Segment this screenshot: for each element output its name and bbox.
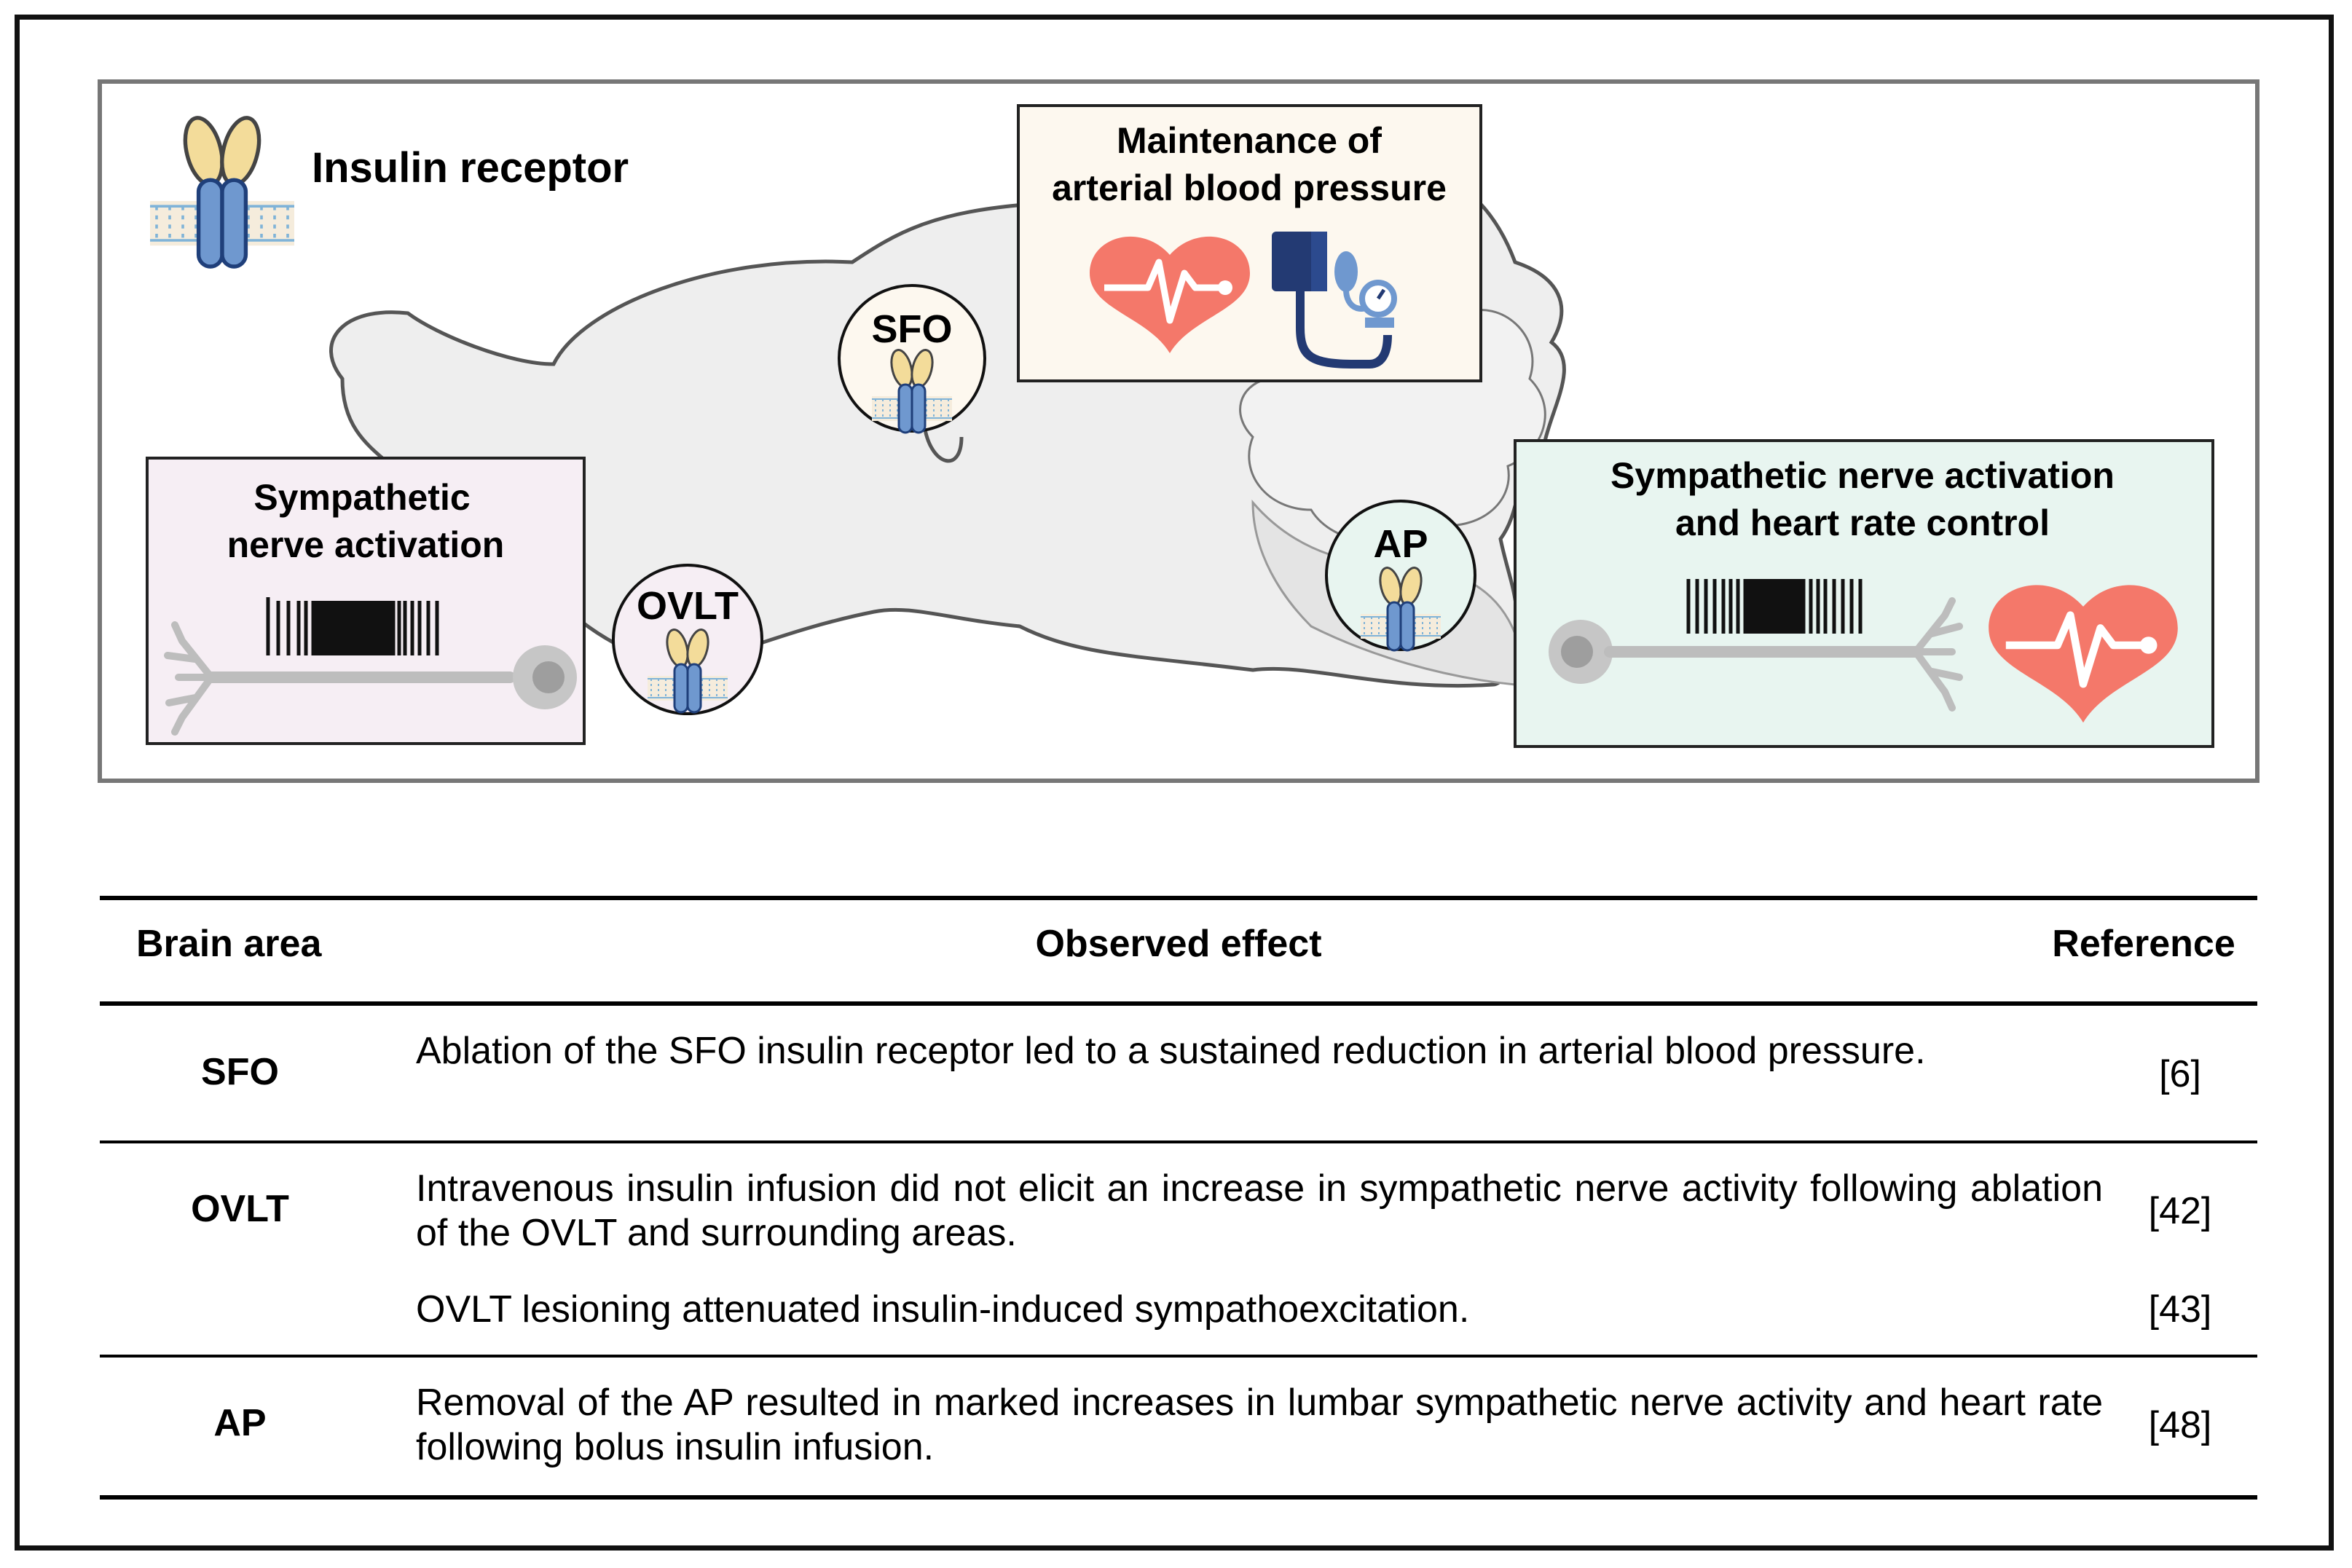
- neuron-icon-right: [1549, 597, 1963, 712]
- insulin-receptor-label: Insulin receptor: [312, 144, 629, 192]
- table-top-rule: [100, 896, 2257, 900]
- sfo-marker: SFO: [838, 284, 986, 434]
- row-effect-ovlt-1: Intravenous insulin infusion did not eli…: [416, 1167, 2103, 1254]
- sfo-stalk: [923, 429, 964, 463]
- row-effect-ap-1: Removal of the AP resulted in marked inc…: [416, 1382, 2103, 1468]
- ap-label: AP: [1373, 522, 1428, 566]
- sympathetic-right-title-line1: Sympathetic nerve activation: [1610, 455, 2115, 496]
- nerve-activity-trace-left: [266, 597, 439, 655]
- row-effect-sfo-1: Ablation of the SFO insulin receptor led…: [416, 1030, 1926, 1072]
- ap-marker: AP: [1325, 500, 1476, 652]
- row-ref-ovlt-1: [42]: [2148, 1190, 2212, 1232]
- blood-pressure-title-line1: Maintenance of: [1117, 120, 1382, 161]
- blood-pressure-cuff-icon: [1272, 232, 1397, 369]
- sfo-label: SFO: [871, 307, 952, 351]
- ovlt-marker: OVLT: [612, 564, 763, 715]
- header-observed-effect: Observed effect: [1035, 923, 1322, 965]
- neuron-icon-left: [164, 621, 577, 736]
- header-brain-area: Brain area: [136, 923, 322, 965]
- header-reference: Reference: [2052, 923, 2235, 965]
- sympathetic-left-title-line1: Sympathetic: [253, 477, 470, 518]
- nerve-activity-trace-right: [1686, 579, 1863, 634]
- row-area-sfo: SFO: [201, 1051, 279, 1093]
- blood-pressure-title-line2: arterial blood pressure: [1052, 168, 1447, 208]
- row-area-ap: AP: [213, 1402, 267, 1444]
- row-ref-ap-1: [48]: [2148, 1404, 2212, 1446]
- brain-diagram: Insulin receptor Maintenance of arterial…: [98, 79, 2259, 783]
- ovlt-label: OVLT: [637, 584, 739, 628]
- row-divider-1: [100, 1140, 2257, 1143]
- sympathetic-right-title-line2: and heart rate control: [1675, 503, 2050, 543]
- blood-pressure-box: [1017, 104, 1482, 382]
- table-bottom-rule: [100, 1495, 2257, 1500]
- table-header-rule: [100, 1001, 2257, 1006]
- sympathetic-left-title-line2: nerve activation: [227, 524, 505, 565]
- row-ref-ovlt-2: [43]: [2148, 1288, 2212, 1331]
- row-effect-ovlt-2: OVLT lesioning attenuated insulin-induce…: [416, 1288, 1470, 1331]
- row-area-ovlt: OVLT: [191, 1188, 289, 1230]
- row-ref-sfo-1: [6]: [2159, 1053, 2201, 1095]
- row-divider-2: [100, 1355, 2257, 1358]
